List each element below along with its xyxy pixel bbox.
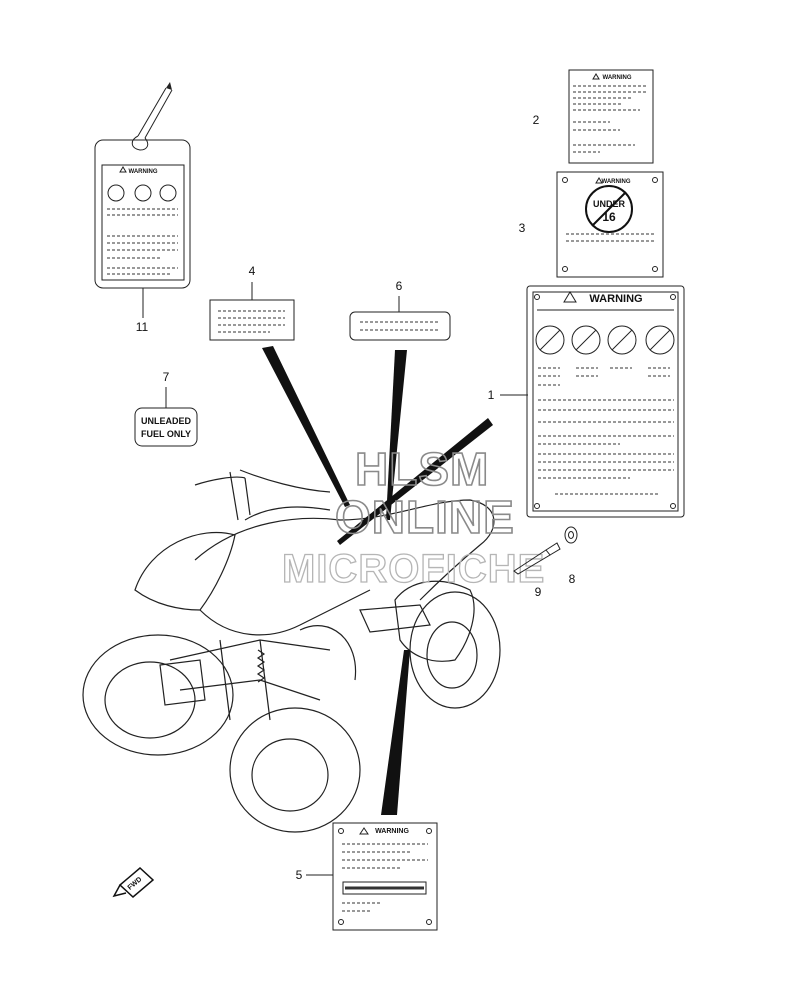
label-3-warning-text: WARNING xyxy=(602,179,631,185)
age-label-number: 16 xyxy=(602,210,616,224)
callout-4: 4 xyxy=(249,264,256,278)
age-label-under: UNDER xyxy=(593,199,626,209)
callout-2: 2 xyxy=(533,113,540,127)
part-7-fuel-label: 7 UNLEADED FUEL ONLY xyxy=(134,370,198,447)
watermark-line-1: HLSM xyxy=(355,443,489,495)
part-3-age-label: 3 WARNING UNDER 16 xyxy=(519,171,664,278)
label-5-warning-text: WARNING xyxy=(375,828,409,835)
part-6-label: 6 xyxy=(349,279,451,341)
forward-arrow-icon: FWD xyxy=(112,866,155,899)
part-5-warning-label: 5 WARNING xyxy=(296,822,438,931)
part-1-main-warning-label: 1 WARNING xyxy=(488,285,685,518)
label-1-warning-text: WARNING xyxy=(589,293,642,305)
part-11-hang-tag: WARNING 11 xyxy=(94,82,191,334)
watermark: HLSM ONLINE MICROFICHE xyxy=(281,442,545,591)
callout-8: 8 xyxy=(569,572,576,586)
parts-8-9-fasteners: 8 9 xyxy=(513,526,578,599)
watermark-line-2: ONLINE xyxy=(335,491,515,543)
label-2-warning-text: WARNING xyxy=(603,75,632,81)
leader-wedges xyxy=(262,346,493,815)
tag-warning-text: WARNING xyxy=(129,169,158,175)
callout-1: 1 xyxy=(488,388,495,402)
part-2-warning-label: 2 WARNING xyxy=(533,69,654,164)
fuel-label-line-1: UNLEADED xyxy=(141,416,192,426)
watermark-line-3: MICROFICHE xyxy=(282,547,545,591)
part-4-label: 4 xyxy=(209,264,295,341)
callout-5: 5 xyxy=(296,868,303,882)
callout-9: 9 xyxy=(535,585,542,599)
atv-drawing xyxy=(82,469,501,833)
callout-7: 7 xyxy=(163,370,170,384)
fuel-label-line-2: FUEL ONLY xyxy=(141,429,191,439)
callout-11: 11 xyxy=(136,320,149,334)
callout-6: 6 xyxy=(396,279,403,293)
callout-3: 3 xyxy=(519,221,526,235)
